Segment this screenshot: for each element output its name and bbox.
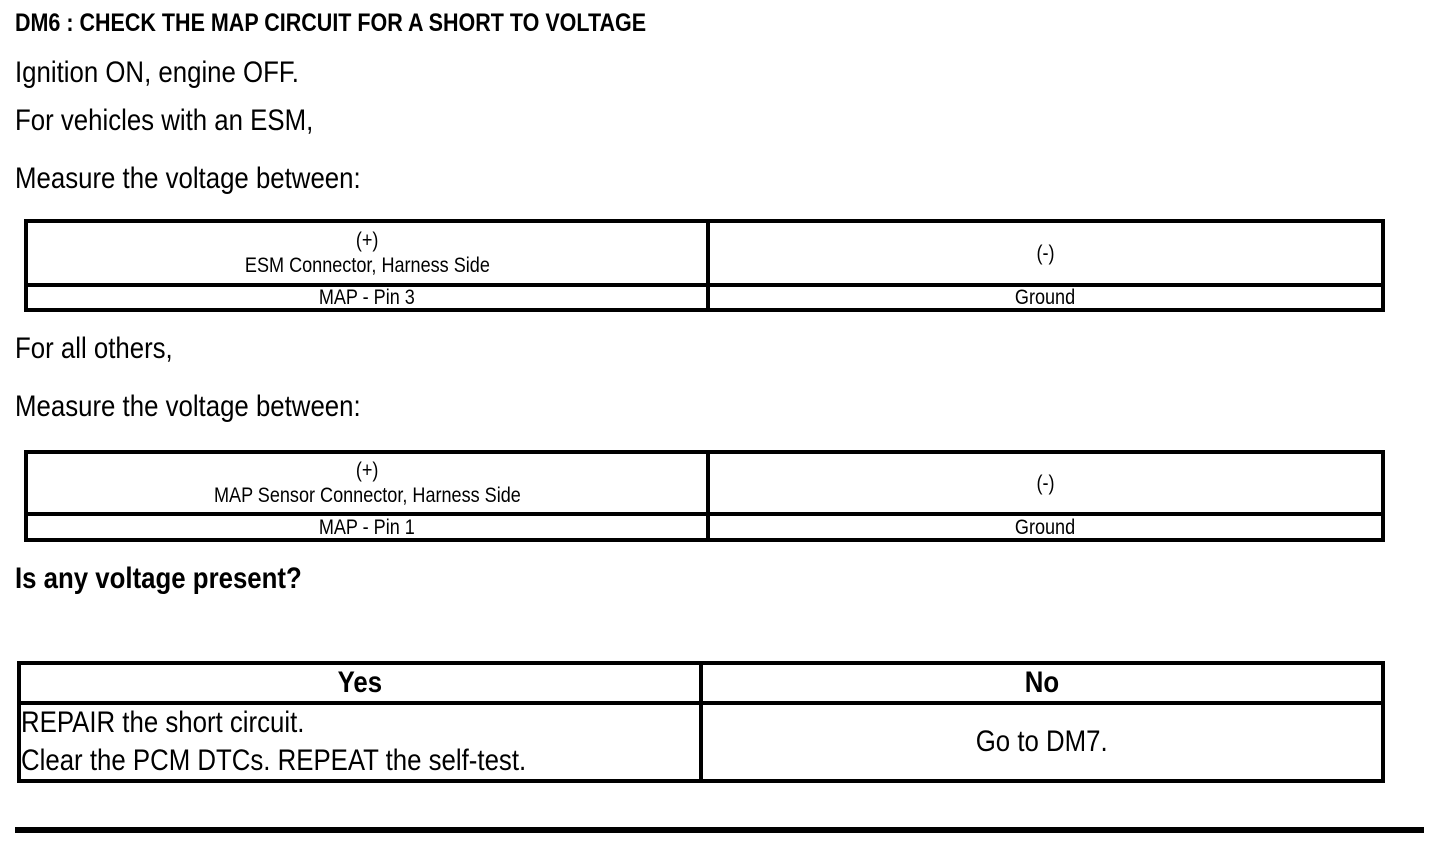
table-row: MAP - Pin 1 Ground xyxy=(28,512,1381,538)
answer-action-yes-line1: REPAIR the short circuit. xyxy=(21,706,305,739)
answer-table: Yes No REPAIR the short circuit. Clear t… xyxy=(17,661,1385,783)
answer-action-no: Go to DM7. xyxy=(699,705,1381,779)
instruction-esm-condition: For vehicles with an ESM, xyxy=(15,104,362,138)
instruction-measure-esm-text: Measure the voltage between: xyxy=(15,162,361,195)
table-row: REPAIR the short circuit. Clear the PCM … xyxy=(21,701,1381,779)
map-negative-symbol: (-) xyxy=(1036,471,1055,495)
measurement-table-esm: (+) ESM Connector, Harness Side (-) MAP … xyxy=(24,219,1385,312)
esm-negative-symbol: (-) xyxy=(1036,241,1055,265)
answer-header-yes-label: Yes xyxy=(337,666,383,699)
esm-positive-label: ESM Connector, Harness Side xyxy=(244,254,490,277)
instruction-ignition: Ignition ON, engine OFF. xyxy=(15,56,345,90)
esm-positive-symbol: (+) xyxy=(355,229,379,252)
instruction-esm-condition-text: For vehicles with an ESM, xyxy=(15,104,314,137)
table-row: (+) ESM Connector, Harness Side (-) xyxy=(28,223,1381,283)
answer-action-yes-line2: Clear the PCM DTCs. REPEAT the self-test… xyxy=(21,744,527,777)
map-positive-label: MAP Sensor Connector, Harness Side xyxy=(213,484,521,507)
map-positive-header-cell: (+) MAP Sensor Connector, Harness Side xyxy=(28,454,706,512)
instruction-measure-esm: Measure the voltage between: xyxy=(15,162,417,196)
page-title-text: DM6 : CHECK THE MAP CIRCUIT FOR A SHORT … xyxy=(15,9,647,37)
esm-negative-header-cell: (-) xyxy=(706,223,1381,283)
esm-positive-header-cell: (+) ESM Connector, Harness Side xyxy=(28,223,706,283)
answer-action-no-text: Go to DM7. xyxy=(976,725,1108,758)
map-negative-header-cell: (-) xyxy=(706,454,1381,512)
instruction-ignition-text: Ignition ON, engine OFF. xyxy=(15,56,299,89)
answer-header-yes: Yes xyxy=(21,665,699,701)
footer-divider-rule xyxy=(15,827,1424,833)
table-row: (+) MAP Sensor Connector, Harness Side (… xyxy=(28,454,1381,512)
page-title: DM6 : CHECK THE MAP CIRCUIT FOR A SHORT … xyxy=(15,8,749,38)
map-positive-pin: MAP - Pin 1 xyxy=(318,516,416,538)
instruction-others-condition-text: For all others, xyxy=(15,332,173,365)
map-negative-reference: Ground xyxy=(1015,516,1076,538)
question-label: Is any voltage present? xyxy=(15,562,302,595)
map-negative-value-cell: Ground xyxy=(706,516,1381,538)
esm-positive-pin: MAP - Pin 3 xyxy=(318,287,416,308)
answer-header-no-label: No xyxy=(1024,666,1060,699)
table-row: MAP - Pin 3 Ground xyxy=(28,283,1381,308)
table-row: Yes No xyxy=(21,665,1381,701)
instruction-others-condition: For all others, xyxy=(15,332,198,366)
instruction-measure-others-text: Measure the voltage between: xyxy=(15,390,361,423)
answer-action-yes: REPAIR the short circuit. Clear the PCM … xyxy=(21,705,699,779)
answer-header-no: No xyxy=(699,665,1381,701)
question-text: Is any voltage present? xyxy=(15,562,348,596)
instruction-measure-others: Measure the voltage between: xyxy=(15,390,417,424)
esm-positive-value-cell: MAP - Pin 3 xyxy=(28,287,706,308)
map-positive-value-cell: MAP - Pin 1 xyxy=(28,516,706,538)
esm-negative-reference: Ground xyxy=(1015,287,1076,308)
esm-negative-value-cell: Ground xyxy=(706,287,1381,308)
measurement-table-map: (+) MAP Sensor Connector, Harness Side (… xyxy=(24,450,1385,542)
map-positive-symbol: (+) xyxy=(355,459,379,482)
